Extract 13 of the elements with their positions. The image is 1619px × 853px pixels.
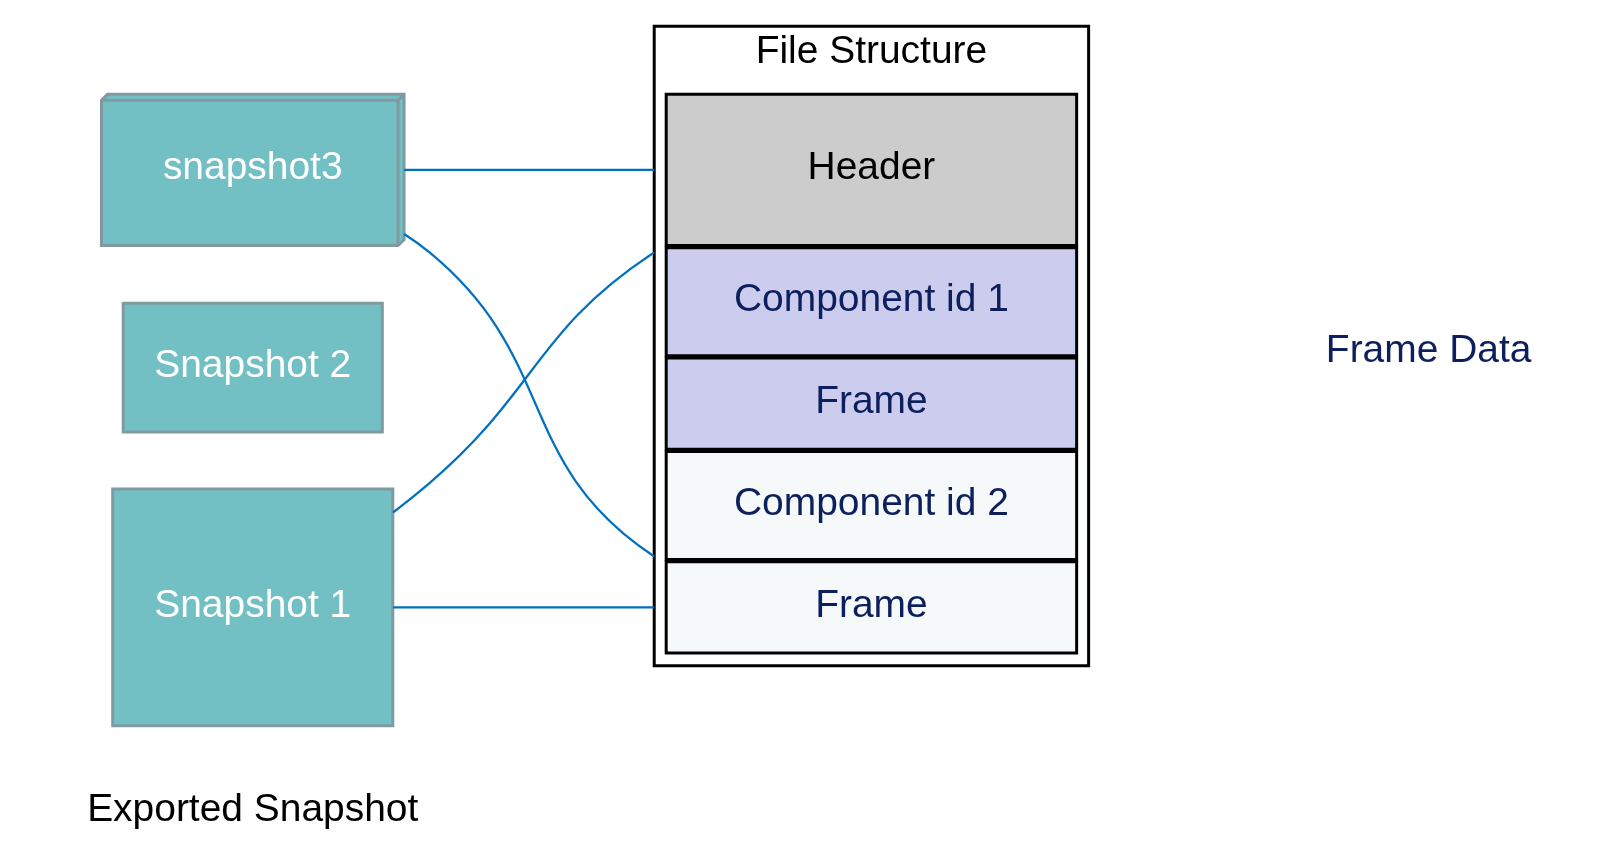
label: Exported Snapshot (86, 785, 418, 829)
node-box: Snapshot 1 (110, 487, 394, 728)
connector (403, 233, 655, 558)
connector (391, 251, 655, 514)
node-box: Frame (664, 560, 1078, 655)
label: Frame Data (1325, 327, 1531, 371)
node-box: Component id 1 (664, 246, 1078, 358)
node-box: Component id 2 (664, 450, 1078, 561)
node-box: Frame (664, 356, 1078, 451)
connector (403, 168, 654, 172)
connector (392, 606, 654, 609)
node-box: Snapshot 2 (121, 301, 384, 434)
node-box: Header (664, 92, 1078, 248)
